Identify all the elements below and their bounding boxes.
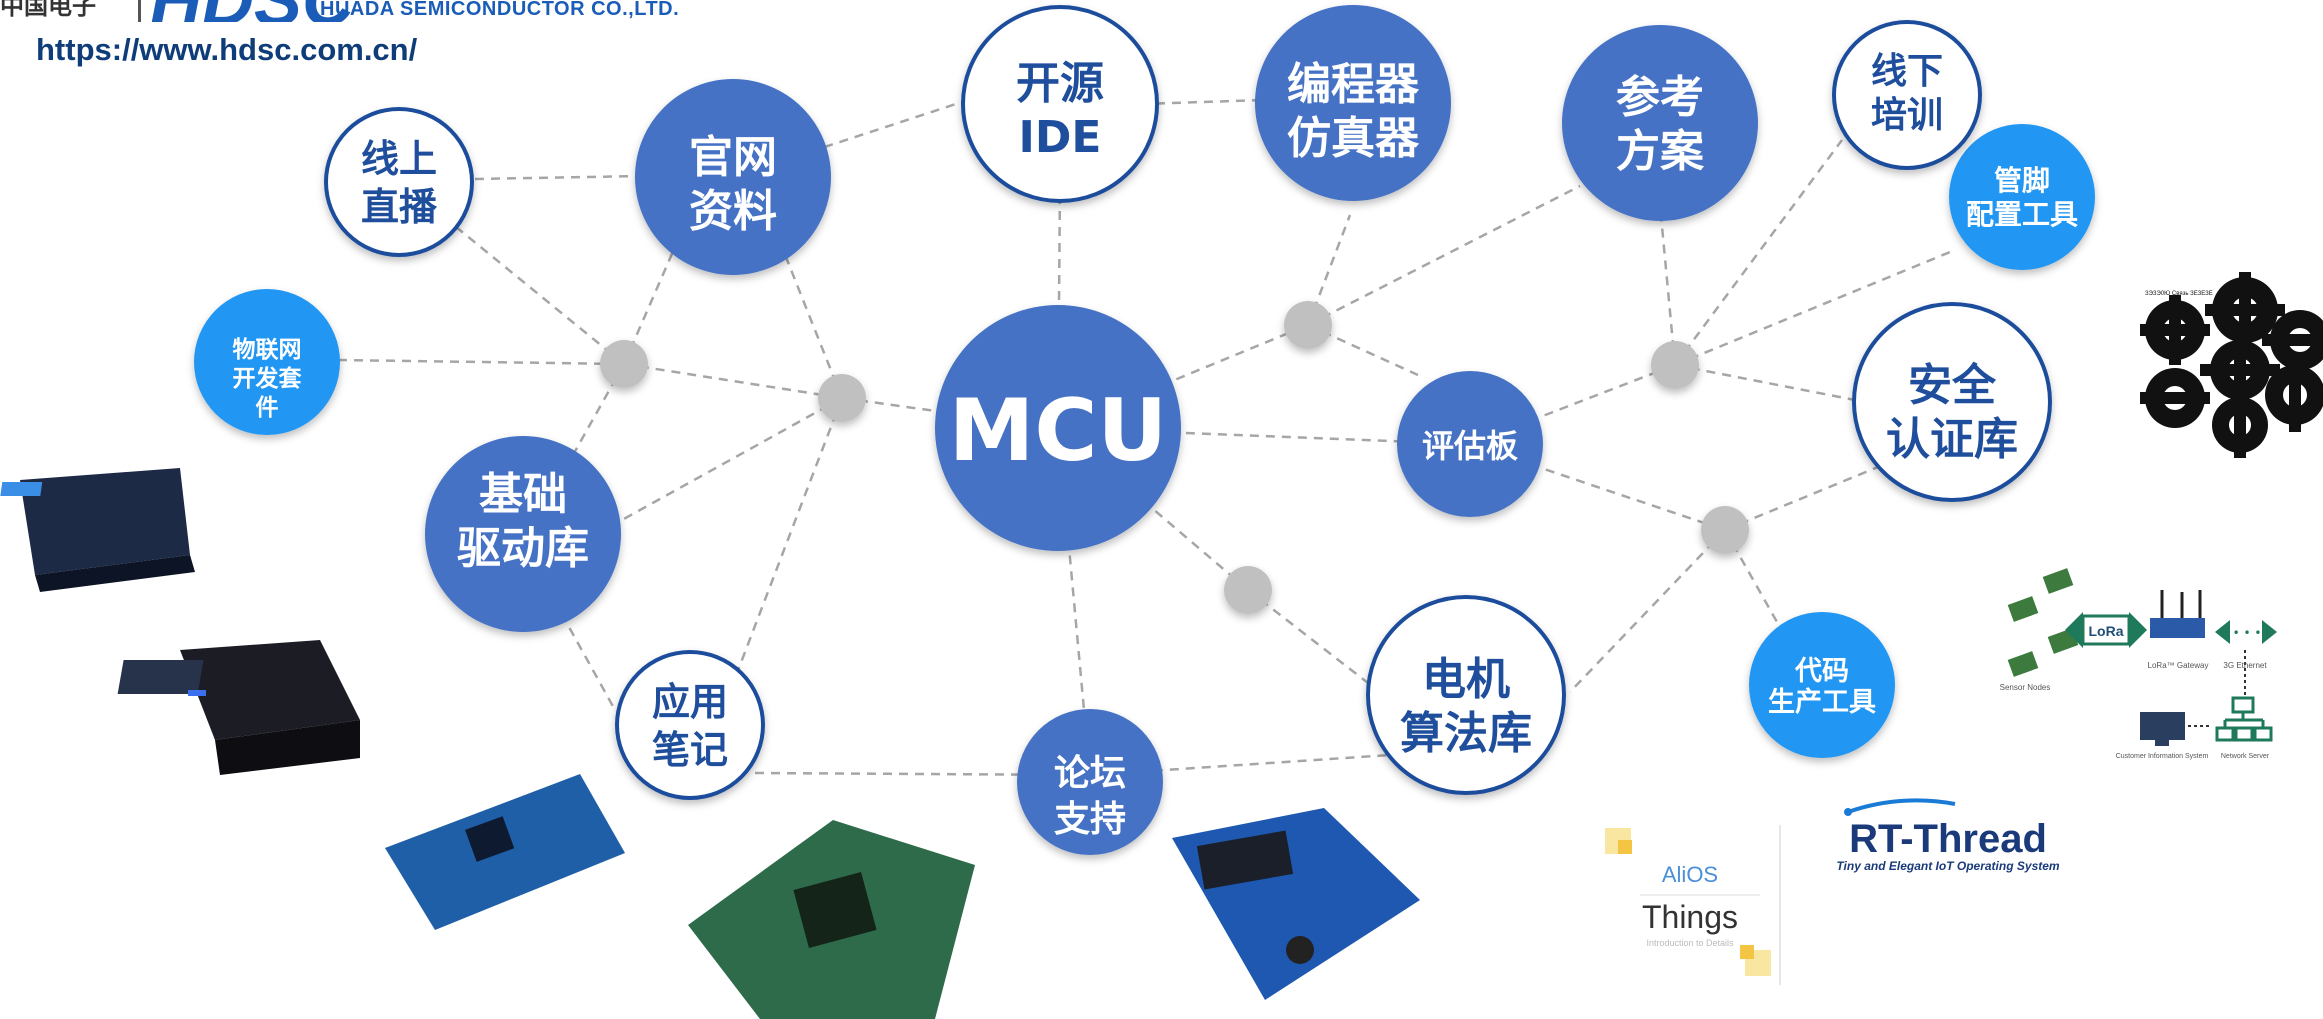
forum-label-2: 支持 bbox=[1054, 799, 1126, 840]
hub-dot bbox=[1701, 506, 1749, 554]
iot-kit-label-3: 件 bbox=[256, 395, 279, 421]
alios-subtitle: Introduction to Details bbox=[1646, 938, 1734, 948]
emulator-photo bbox=[117, 640, 360, 775]
live-stream-node[interactable] bbox=[324, 107, 474, 257]
reference-label-2: 方案 bbox=[1616, 126, 1705, 177]
website-url[interactable]: https://www.hdsc.com.cn/ bbox=[36, 32, 418, 67]
official-docs-node[interactable] bbox=[635, 79, 831, 275]
gears-icon bbox=[2140, 272, 2323, 458]
dev-board-photo bbox=[385, 774, 625, 930]
programmer-photo bbox=[0, 468, 195, 592]
motor-label-1: 电机 bbox=[1422, 654, 1510, 705]
app-notes-node[interactable] bbox=[615, 650, 765, 800]
customer-system-label: Customer Information System bbox=[2116, 753, 2209, 760]
alios-product: Things bbox=[1642, 899, 1738, 935]
ethernet-dots: • • • bbox=[2233, 626, 2262, 640]
alios-things-logo: AliOS Things Introduction to Details bbox=[1605, 825, 1781, 985]
app-notes-label-2: 笔记 bbox=[652, 728, 728, 772]
company-name: HUADA SEMICONDUCTOR CO.,LTD. bbox=[320, 0, 680, 20]
official-label-2: 资料 bbox=[689, 186, 777, 237]
live-label-2: 直播 bbox=[361, 185, 438, 229]
hub-dot bbox=[1651, 341, 1699, 389]
programmer-label-1: 编程器 bbox=[1287, 59, 1420, 110]
lora-badge: LoRa bbox=[2089, 623, 2124, 639]
open-ide-node[interactable] bbox=[961, 5, 1159, 203]
programmer-label-2: 仿真器 bbox=[1287, 113, 1420, 164]
training-label-2: 培训 bbox=[1871, 95, 1943, 136]
iot-kit-label-2: 开发套 bbox=[233, 365, 302, 392]
security-label-1: 安全 bbox=[1908, 360, 1997, 411]
driver-label-1: 基础 bbox=[479, 469, 567, 520]
code-tool-label-1: 代码 bbox=[1794, 656, 1849, 687]
eval-board-label: 评估板 bbox=[1422, 427, 1518, 465]
driver-library-node[interactable] bbox=[425, 436, 621, 632]
gears-caption: ЗЭЗЭ0Ю Связь ЗЕЗЕЗЕ bbox=[2145, 291, 2213, 297]
training-label-1: 线下 bbox=[1871, 51, 1943, 92]
hub-dot bbox=[1284, 301, 1332, 349]
pin-tool-node[interactable] bbox=[1949, 124, 2095, 270]
security-label-2: 认证库 bbox=[1886, 414, 2018, 465]
forum-label-1: 论坛 bbox=[1054, 753, 1126, 794]
code-tool-node[interactable] bbox=[1749, 612, 1895, 758]
forum-node[interactable] bbox=[1017, 709, 1163, 855]
hub-dot bbox=[818, 374, 866, 422]
motor-label-2: 算法库 bbox=[1400, 708, 1532, 759]
motor-library-node[interactable] bbox=[1366, 595, 1566, 795]
iot-kit-node[interactable] bbox=[194, 289, 340, 435]
company-logo: 中国电子 HDSC HUADA SEMICONDUCTOR CO.,LTD. bbox=[0, 0, 700, 22]
sensor-nodes-label: Sensor Nodes bbox=[2000, 683, 2051, 692]
mcu-label: MCU bbox=[949, 381, 1168, 481]
security-library-node[interactable] bbox=[1852, 302, 2052, 502]
motor-board-photo bbox=[1172, 808, 1420, 1000]
code-tool-label-2: 生产工具 bbox=[1768, 687, 1876, 718]
rtthread-tagline: Tiny and Elegant IoT Operating System bbox=[1836, 859, 2059, 873]
open-ide-label-1: 开源 bbox=[1016, 58, 1104, 109]
logo-brand-text: HDSC bbox=[150, 0, 354, 22]
reference-design-node[interactable] bbox=[1562, 25, 1758, 221]
ethernet-label: 3G Ethernet bbox=[2223, 661, 2267, 670]
hub-dot bbox=[600, 340, 648, 388]
reference-label-1: 参考 bbox=[1616, 72, 1704, 123]
eval-board-node[interactable] bbox=[1397, 371, 1543, 517]
alios-brand: AliOS bbox=[1662, 862, 1718, 887]
mcu-node bbox=[935, 305, 1181, 551]
logo-separator bbox=[138, 0, 141, 22]
eval-board-photo bbox=[688, 820, 975, 1019]
offline-training-node[interactable] bbox=[1832, 20, 1982, 170]
hub-dots bbox=[600, 301, 1749, 614]
app-notes-label-1: 应用 bbox=[652, 680, 728, 724]
programmer-node[interactable] bbox=[1255, 5, 1451, 201]
rt-thread-logo: RT-Thread Tiny and Elegant IoT Operating… bbox=[1836, 798, 2060, 873]
pin-tool-label-2: 配置工具 bbox=[1966, 198, 2078, 231]
lora-network-diagram: LoRa • • • Sensor Nodes bbox=[2000, 568, 2277, 760]
gateway-label: LoRa™ Gateway bbox=[2148, 661, 2209, 670]
product-photos bbox=[0, 468, 1420, 1019]
official-label-1: 官网 bbox=[689, 132, 777, 183]
iot-kit-label-1: 物联网 bbox=[233, 336, 302, 363]
logo-cn-text: 中国电子 bbox=[0, 0, 96, 20]
driver-label-2: 驱动库 bbox=[457, 523, 589, 574]
live-label-1: 线上 bbox=[361, 137, 437, 181]
rtthread-name: RT-Thread bbox=[1849, 817, 2047, 861]
open-ide-label-2: IDE bbox=[1019, 112, 1102, 163]
hub-dot bbox=[1224, 566, 1272, 614]
pin-tool-label-1: 管脚 bbox=[1994, 164, 2050, 197]
network-server-label: Network Server bbox=[2221, 753, 2270, 760]
